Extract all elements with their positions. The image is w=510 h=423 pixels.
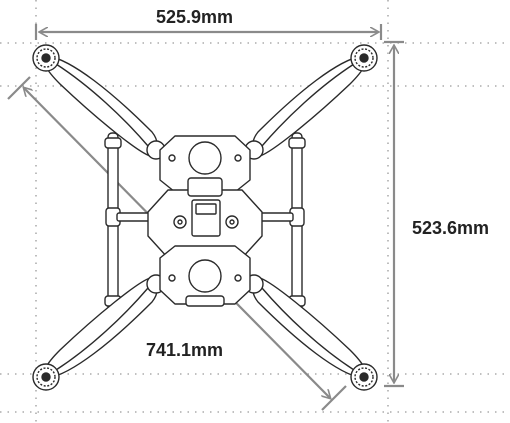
arm-bottom-left (43, 277, 158, 379)
width-dimension-label: 525.9mm (156, 7, 234, 27)
motor-bottom-left (32, 363, 60, 391)
arm-bottom-right (252, 277, 367, 379)
height-dimension-label: 523.6mm (412, 218, 490, 238)
arm-top-left (43, 55, 158, 157)
motor-top-left (32, 44, 60, 72)
motor-top-right (350, 44, 378, 72)
drone-drawing (32, 44, 378, 391)
battery-pack (187, 177, 223, 197)
arm-top-right (252, 55, 367, 157)
motor-bottom-right (350, 363, 378, 391)
diagonal-dimension-label: 741.1mm (146, 340, 224, 360)
